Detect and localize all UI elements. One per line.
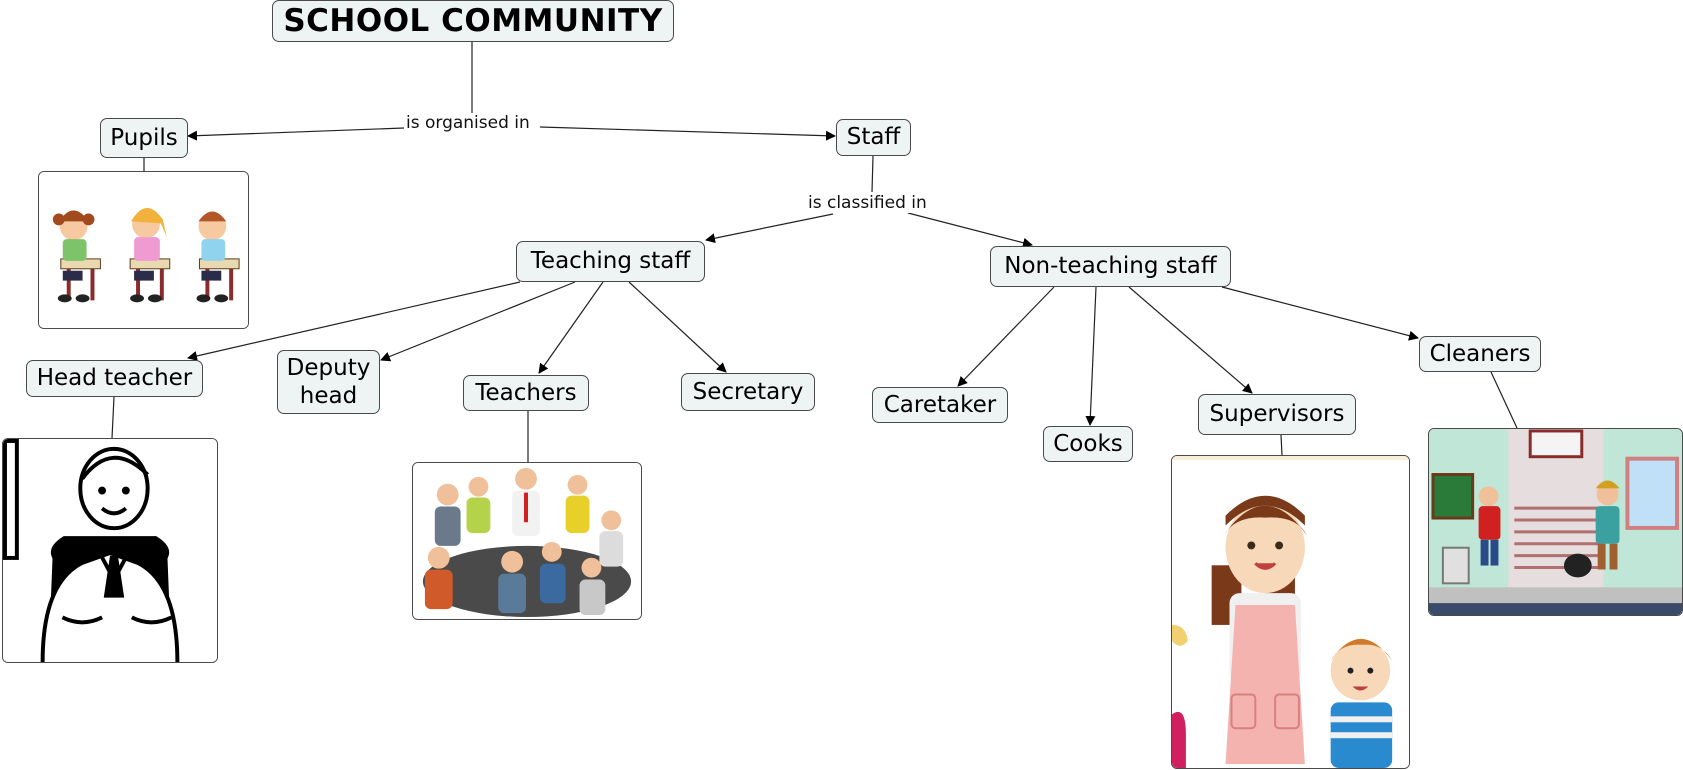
node-cleaners[interactable]: Cleaners xyxy=(1419,336,1541,372)
edge-organised-to-staff xyxy=(539,126,836,141)
edge-nonteaching-to-cleaners xyxy=(1221,286,1419,341)
node-teachers[interactable]: Teachers xyxy=(463,375,589,411)
edge-staff-to-classified xyxy=(871,155,874,193)
pupil-figure-3 xyxy=(196,211,240,303)
child-figure xyxy=(1330,638,1393,768)
link-label-organised: is organised in xyxy=(404,113,532,133)
edge-teaching-to-deputy xyxy=(380,281,576,362)
supervisor-figure xyxy=(1211,495,1307,765)
node-teaching-staff[interactable]: Teaching staff xyxy=(516,241,705,282)
edge-cleaners-to-image xyxy=(1490,371,1518,429)
node-secretary[interactable]: Secretary xyxy=(681,373,815,411)
edge-nonteaching-to-supervisors xyxy=(1128,286,1253,394)
edge-teaching-to-teachers xyxy=(538,281,604,374)
node-head-teacher[interactable]: Head teacher xyxy=(26,360,203,397)
node-caretaker[interactable]: Caretaker xyxy=(872,387,1008,423)
link-label-classified: is classified in xyxy=(806,193,929,213)
edge-nonteaching-to-cooks xyxy=(1085,286,1097,426)
head-teacher-image xyxy=(2,438,218,663)
edge-classified-to-nonteaching xyxy=(907,212,1033,248)
node-supervisors[interactable]: Supervisors xyxy=(1198,394,1356,435)
edge-supervisors-to-image xyxy=(1280,434,1283,456)
node-pupils[interactable]: Pupils xyxy=(100,118,188,158)
node-non-teaching-staff[interactable]: Non-teaching staff xyxy=(990,246,1231,287)
supervisors-image xyxy=(1171,455,1410,769)
meeting-people xyxy=(424,467,624,616)
edge-organised-to-pupils xyxy=(187,127,405,141)
teachers-meeting-image xyxy=(412,462,642,620)
node-cooks[interactable]: Cooks xyxy=(1043,426,1133,462)
cleaner-figure-right xyxy=(1563,480,1620,578)
node-staff[interactable]: Staff xyxy=(836,119,911,156)
edge-teaching-to-head xyxy=(187,281,521,361)
edge-teaching-to-secretary xyxy=(628,281,727,373)
cleaner-figure-left xyxy=(1478,486,1501,566)
pupil-figure-1 xyxy=(52,210,101,303)
edge-nonteaching-to-caretaker xyxy=(957,286,1055,387)
pupils-image xyxy=(38,171,249,329)
cleaners-image xyxy=(1428,428,1683,616)
root-node-school-community[interactable]: SCHOOL COMMUNITY xyxy=(272,0,674,42)
edge-classified-to-teaching xyxy=(705,213,834,244)
edge-head-to-image xyxy=(111,396,115,439)
node-deputy-head[interactable]: Deputy head xyxy=(277,350,380,414)
pupil-figure-2 xyxy=(129,208,171,303)
